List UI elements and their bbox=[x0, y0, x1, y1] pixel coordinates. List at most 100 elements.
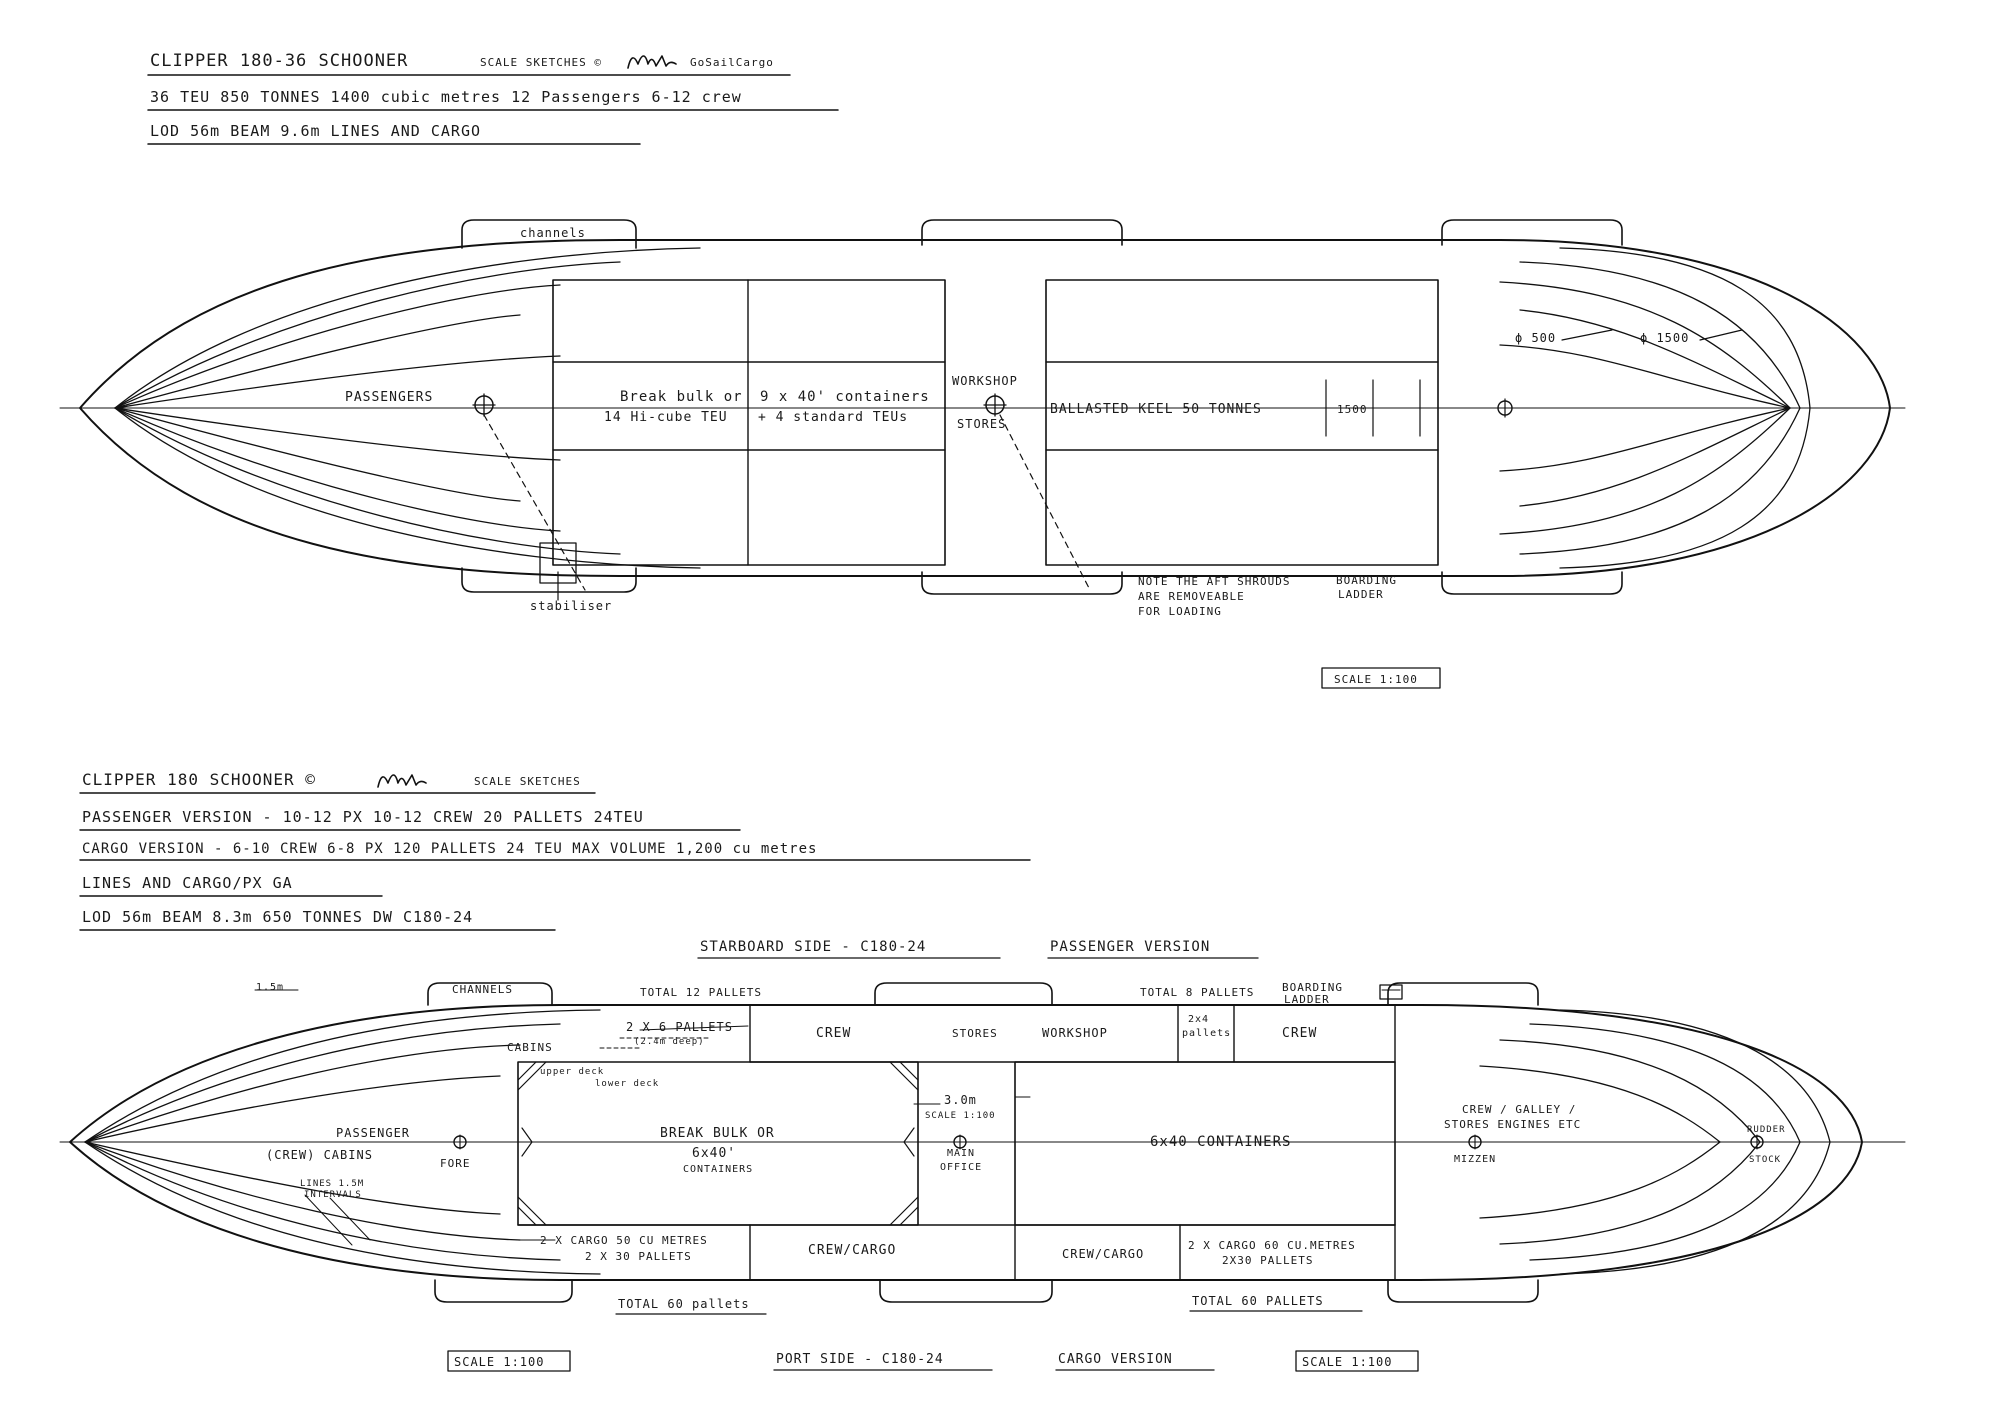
bottom-channels-label: CHANNELS bbox=[452, 983, 513, 996]
bottom-title-block: CLIPPER 180 SCHOONER © SCALE SKETCHES PA… bbox=[79, 770, 1259, 959]
top-channels-label: channels bbox=[520, 226, 586, 240]
bottom-cabins-label: CABINS bbox=[507, 1041, 553, 1054]
bottom-mizzen-mast bbox=[1468, 1134, 1482, 1150]
bottom-passenger-label: PASSENGER bbox=[336, 1126, 410, 1140]
bottom-ladder-label: LADDER bbox=[1284, 993, 1330, 1006]
top-passengers-label: PASSENGERS bbox=[345, 390, 433, 405]
bottom-cargo-60-a: 2 X CARGO 60 CU.METRES bbox=[1188, 1239, 1356, 1252]
bottom-channel-3 bbox=[1387, 982, 1539, 1006]
bottom-spec-line-2: PASSENGER VERSION - 10-12 PX 10-12 CREW … bbox=[82, 808, 644, 826]
bottom-spec-line-5: LOD 56m BEAM 8.3m 650 TONNES DW C180-24 bbox=[82, 908, 473, 926]
bottom-stern-lines bbox=[1479, 1009, 1831, 1275]
top-break-bulk-label: Break bulk or bbox=[620, 389, 743, 405]
bottom-stores-engines-label: STORES ENGINES ETC bbox=[1444, 1118, 1581, 1131]
bottom-leaders bbox=[254, 989, 1401, 1246]
bottom-lines-1-label: LINES 1.5M bbox=[300, 1179, 364, 1189]
bottom-stock-label: STOCK bbox=[1749, 1155, 1781, 1165]
top-spec-line-3: LOD 56m BEAM 9.6m LINES AND CARGO bbox=[150, 122, 481, 140]
top-ladder-label: LADDER bbox=[1338, 588, 1384, 601]
top-fore-mast bbox=[472, 393, 496, 417]
bottom-containers-6x40-label: 6x40' bbox=[692, 1146, 736, 1161]
bottom-title: CLIPPER 180 SCHOONER © bbox=[82, 770, 316, 789]
bottom-upper-deck-label: upper deck bbox=[540, 1067, 604, 1077]
top-frame-label: 1500 bbox=[1337, 403, 1368, 416]
bottom-title-note: SCALE SKETCHES bbox=[474, 775, 581, 788]
bottom-boarding-label: BOARDING bbox=[1282, 981, 1343, 994]
bottom-rudder-stock bbox=[1750, 1134, 1764, 1150]
bottom-boarding-ladder bbox=[1379, 984, 1403, 1000]
top-hi-cube-label: 14 Hi-cube TEU bbox=[604, 410, 728, 425]
top-dia-500-label: ϕ 500 bbox=[1515, 331, 1556, 345]
port-heading: PORT SIDE - C180-24 bbox=[776, 1352, 944, 1367]
bottom-hull-plan: 1.5m CHANNELS TOTAL 12 PALLETS TOTAL 8 P… bbox=[59, 981, 1906, 1315]
bottom-forward-hold-corners bbox=[517, 1061, 919, 1226]
bottom-crew-galley-label: CREW / GALLEY / bbox=[1462, 1103, 1576, 1116]
top-title-credit: GoSailCargo bbox=[690, 56, 774, 69]
bottom-lines-2-label: INTERVALS bbox=[304, 1190, 362, 1200]
bottom-crew-fwd-label: CREW bbox=[816, 1026, 851, 1041]
top-dia-500-arrow bbox=[1561, 329, 1613, 341]
top-boarding-label: BOARDING bbox=[1336, 574, 1397, 587]
top-stores-label: STORES bbox=[957, 417, 1006, 431]
signature-top bbox=[627, 55, 677, 69]
top-main-mast bbox=[983, 393, 1007, 417]
top-forward-hold bbox=[552, 279, 946, 566]
bottom-total-60-aft: TOTAL 60 PALLETS bbox=[1192, 1294, 1324, 1308]
top-bow-lines bbox=[114, 247, 701, 569]
top-channel-5 bbox=[921, 571, 1123, 595]
scale-right-label: SCALE 1:100 bbox=[1302, 1355, 1392, 1369]
top-keel-label: BALLASTED KEEL 50 TONNES bbox=[1050, 402, 1262, 417]
bottom-pallets-2x6-label: 2 X 6 PALLETS bbox=[626, 1020, 733, 1034]
bottom-scale-small-label: SCALE 1:100 bbox=[925, 1111, 996, 1121]
bottom-channel-1 bbox=[427, 982, 553, 1006]
signature-bottom bbox=[377, 774, 427, 788]
top-title-block: CLIPPER 180-36 SCHOONER SCALE SKETCHES ©… bbox=[147, 51, 839, 145]
top-stabiliser-label: stabiliser bbox=[530, 599, 612, 613]
bottom-spacing-label: 1.5m bbox=[256, 982, 284, 993]
top-channel-3 bbox=[1441, 219, 1623, 246]
top-spec-line-2: 36 TEU 850 TONNES 1400 cubic metres 12 P… bbox=[150, 88, 742, 106]
bottom-pallets-2x4-a: 2x4 bbox=[1188, 1014, 1209, 1025]
scale-left-label: SCALE 1:100 bbox=[454, 1355, 544, 1369]
top-note-1: NOTE THE AFT SHROUDS bbox=[1138, 575, 1290, 588]
top-channel-1 bbox=[461, 219, 637, 249]
top-standard-label: + 4 standard TEUs bbox=[758, 410, 908, 425]
top-channel-4 bbox=[461, 567, 637, 593]
bottom-crew-cabins-label: (CREW) CABINS bbox=[266, 1148, 373, 1162]
bottom-channel-2 bbox=[874, 982, 1053, 1006]
top-channel-2 bbox=[921, 219, 1123, 246]
bottom-crew-cargo-aft: CREW/CARGO bbox=[1062, 1247, 1144, 1261]
top-shroud-fore bbox=[483, 414, 586, 591]
bottom-containers-aft-label: 6x40 CONTAINERS bbox=[1150, 1134, 1291, 1150]
bottom-forward-hold bbox=[517, 1061, 919, 1226]
top-dia-1500-arrow bbox=[1699, 329, 1743, 341]
top-hull-outline bbox=[79, 239, 1891, 577]
bottom-rudder-label: RUDDER bbox=[1747, 1125, 1786, 1135]
bottom-office-label: OFFICE bbox=[940, 1162, 982, 1173]
passenger-version-heading: PASSENGER VERSION bbox=[1050, 939, 1210, 955]
cargo-version-heading: CARGO VERSION bbox=[1058, 1352, 1173, 1367]
bottom-pallets-2x4-b: pallets bbox=[1182, 1028, 1231, 1039]
bottom-total-8-label: TOTAL 8 PALLETS bbox=[1140, 986, 1254, 999]
bottom-crew-aft-label: CREW bbox=[1282, 1026, 1317, 1041]
bottom-break-bulk-label: BREAK BULK OR bbox=[660, 1126, 775, 1141]
bottom-bow-lines bbox=[84, 1009, 601, 1275]
top-hull-plan: channels PASSENGERS Break bulk or 14 Hi-… bbox=[59, 219, 1906, 689]
top-stern-lines bbox=[1499, 247, 1811, 569]
top-title-note: SCALE SKETCHES © bbox=[480, 56, 602, 69]
top-keel-dimension bbox=[1325, 379, 1421, 437]
bottom-channel-4 bbox=[434, 1279, 573, 1303]
top-note-3: FOR LOADING bbox=[1138, 605, 1222, 618]
top-channel-6 bbox=[1441, 571, 1623, 595]
bottom-main-label: MAIN bbox=[947, 1148, 975, 1159]
top-workshop-label: WORKSHOP bbox=[952, 374, 1018, 388]
bottom-channel-5 bbox=[879, 1279, 1053, 1303]
bottom-cargo-50-a: 2 X CARGO 50 CU METRES bbox=[540, 1234, 708, 1247]
starboard-heading: STARBOARD SIDE - C180-24 bbox=[700, 939, 926, 955]
bottom-aft-hold bbox=[1014, 1061, 1396, 1226]
bottom-crew-cargo-fwd: CREW/CARGO bbox=[808, 1243, 896, 1258]
bottom-total-12-label: TOTAL 12 PALLETS bbox=[640, 986, 762, 999]
top-note-2: ARE REMOVEABLE bbox=[1138, 590, 1245, 603]
bottom-deep-label: (2.4m deep) bbox=[634, 1037, 705, 1047]
